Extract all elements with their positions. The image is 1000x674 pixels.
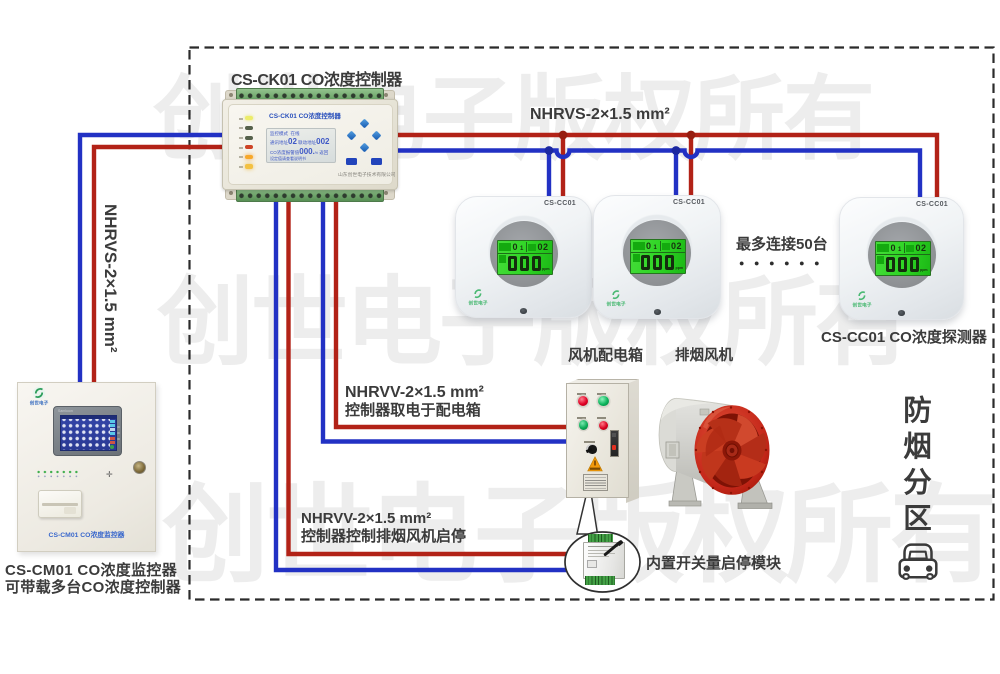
svg-text:创世电子: 创世电子 — [467, 300, 487, 307]
svg-text:创世电子: 创世电子 — [605, 301, 625, 308]
svg-text:创世电子: 创世电子 — [851, 302, 871, 309]
svg-text:创世电子: 创世电子 — [29, 400, 49, 407]
